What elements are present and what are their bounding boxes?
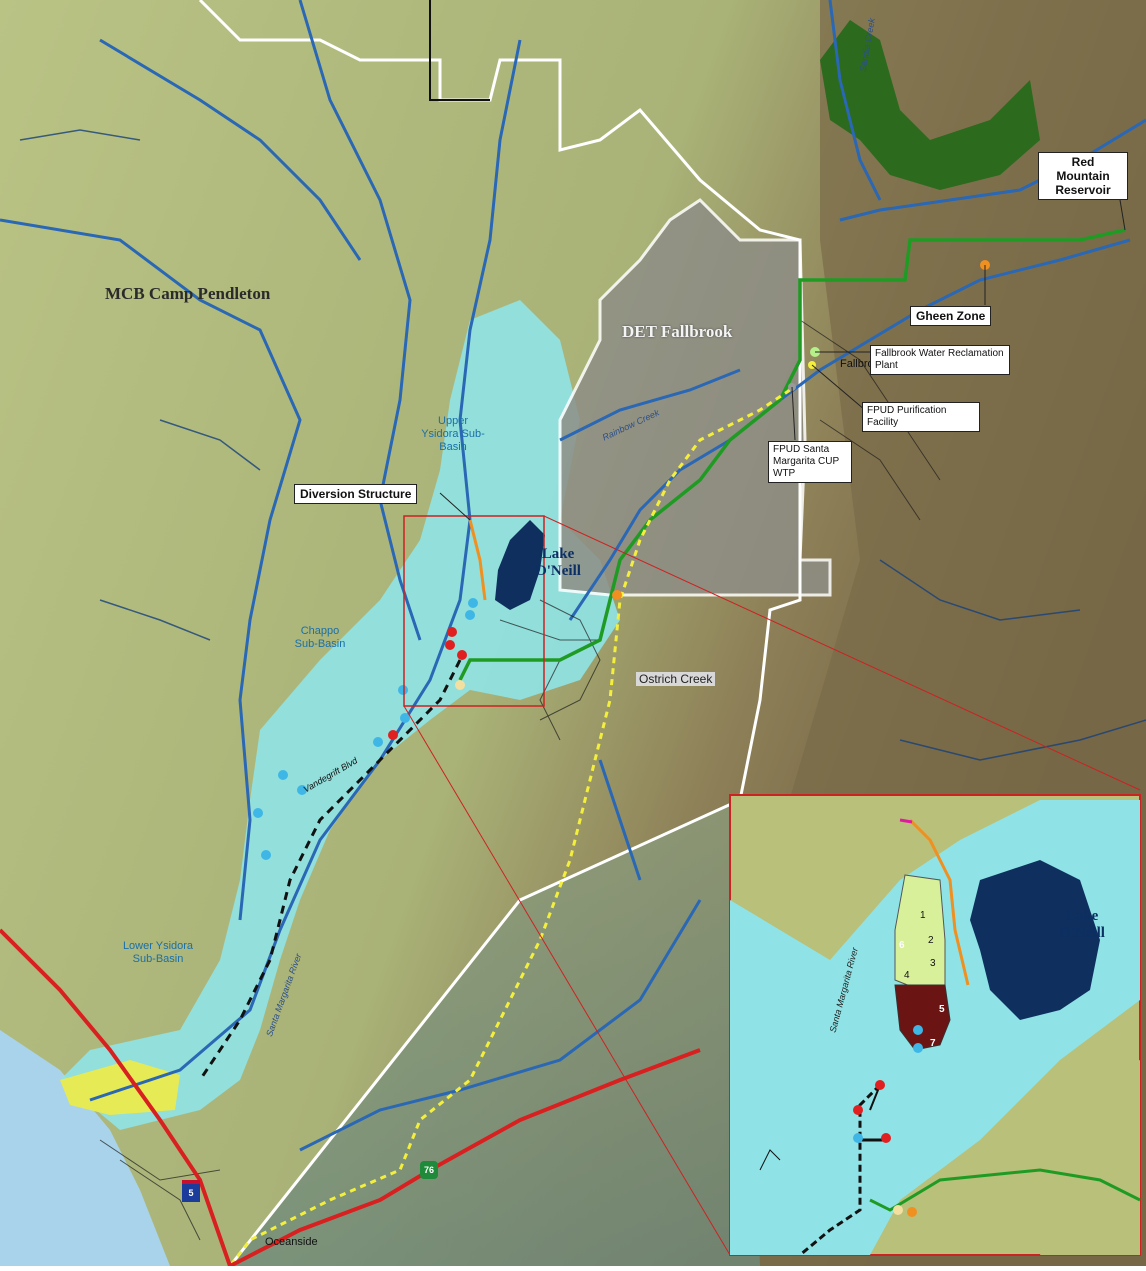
black-pipeline xyxy=(198,659,462,1081)
pond-3-label: 3 xyxy=(930,958,936,969)
boundary-inner xyxy=(429,0,490,101)
pipeline-junction-point[interactable] xyxy=(612,590,622,600)
road-network xyxy=(99,319,941,1241)
ocean xyxy=(0,1030,170,1266)
green-pipeline xyxy=(458,228,1126,681)
ostrich-creek-label: Ostrich Creek xyxy=(636,672,716,686)
fallbrook-wrp-callout[interactable]: Fallbrook Water Reclamation Plant xyxy=(870,345,1010,375)
groundwater-basin xyxy=(60,300,620,1130)
red-mountain-callout[interactable]: Red Mountain Reservoir xyxy=(1038,152,1128,200)
highway-shield: 76 xyxy=(420,1161,438,1179)
camp-pendleton-label: MCB Camp Pendleton xyxy=(105,284,271,303)
pond-6-label: 6 xyxy=(899,940,905,951)
inset-map xyxy=(729,794,1141,1257)
pond-7-label: 7 xyxy=(930,1038,936,1049)
installation-boundary xyxy=(198,0,802,1267)
estuary-area xyxy=(60,1060,180,1115)
inset-leader-bottom xyxy=(403,705,731,1256)
pond-1-label: 1 xyxy=(920,910,926,921)
interstate-shield: 5 xyxy=(182,1180,200,1202)
lake-oneill xyxy=(495,520,545,610)
river-network xyxy=(0,0,1146,1152)
interstate-5 xyxy=(0,928,232,1267)
pond-5-label: 5 xyxy=(939,1004,945,1015)
chappo-label: Chappo Sub-Basin xyxy=(294,625,346,650)
inset-extent-box xyxy=(403,515,545,707)
orange-pipeline xyxy=(468,519,487,601)
diversion-structure-callout[interactable]: Diversion Structure xyxy=(294,484,418,504)
lake-oneill-label: Lake O'Neill xyxy=(535,546,581,579)
yellow-pipeline xyxy=(228,388,791,1267)
lower-ysidora-label: Lower Ysidora Sub-Basin xyxy=(122,940,194,965)
fpud-purification-callout[interactable]: FPUD Purification Facility xyxy=(862,402,980,432)
oceanside-label: Oceanside xyxy=(265,1236,318,1248)
fpud-santa-margarita-callout[interactable]: FPUD Santa Margarita CUP WTP xyxy=(768,441,852,483)
gheen-zone-callout[interactable]: Gheen Zone xyxy=(910,306,992,326)
forest-area xyxy=(820,20,1040,190)
inset-leader-top xyxy=(543,515,1141,791)
well-points[interactable] xyxy=(253,598,478,860)
upper-ysidora-label: Upper Ysidora Sub-Basin xyxy=(421,415,485,453)
pond-2-label: 2 xyxy=(928,935,934,946)
pond-4-label: 4 xyxy=(904,970,910,981)
inset-lake-oneill-label: Lake O'Neill xyxy=(1059,908,1105,941)
det-fallbrook-label: DET Fallbrook xyxy=(622,322,733,341)
